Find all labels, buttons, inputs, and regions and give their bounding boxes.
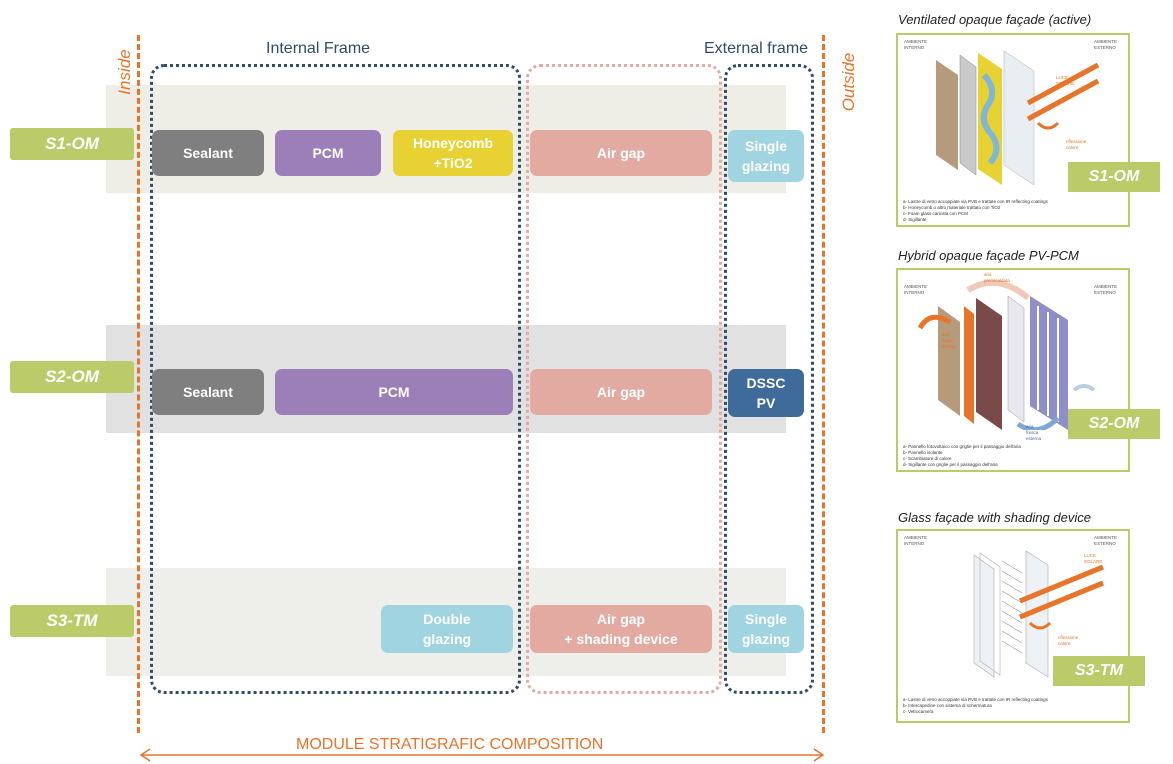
external-frame-title: External frame xyxy=(704,40,809,57)
internal-frame xyxy=(150,64,521,694)
panel1-outside-label: AMBIENTE ESTERNO xyxy=(1094,39,1118,50)
panel1-caption-a: a- Lastre di vetro accoppiate via PVB e … xyxy=(903,199,1048,204)
s3-double-glazing-block: Double glazing xyxy=(381,605,513,653)
s1-external-glazing-block: Single glazing xyxy=(728,130,804,182)
panel3-annotation-light: LUCE SOLARE xyxy=(1084,553,1103,564)
panel1-caption-d: d- Sigillante xyxy=(903,217,927,222)
panel3-caption-b: b- Intercapedine con sistema di schermat… xyxy=(903,703,992,708)
row-label-s2-om: S2-OM xyxy=(10,361,134,393)
panel3-layers-drawing xyxy=(973,550,1104,678)
row-label-s3-tm: S3-TM xyxy=(10,605,134,637)
panel3-outside-label: AMBIENTE ESTERNO xyxy=(1094,535,1118,546)
external-frame xyxy=(724,64,814,694)
s1-airgap-block: Air gap xyxy=(530,130,712,176)
outside-label: Outside xyxy=(839,52,858,112)
panel1-tag: S1-OM xyxy=(1068,162,1160,192)
inside-label: Inside xyxy=(115,49,134,95)
panel2-caption-b: b- Pannello isolante xyxy=(903,450,943,455)
s2-pcm-block: PCM xyxy=(275,369,513,415)
composition-label: MODULE STRATIGRAFIC COMPOSITION xyxy=(290,736,610,754)
s3-airgap-shading-block: Air gap + shading device xyxy=(530,605,712,653)
panel2-annotation-fresh: aria fresca esterna xyxy=(1026,424,1042,441)
panel2-caption-d: d- Sigillante con griglie per il passagg… xyxy=(903,462,998,467)
s2-dssc-pv-block: DSSC PV xyxy=(728,369,804,417)
panel3-illustration: AMBIENTE INTERNO AMBIENTE ESTERNO LUCE S… xyxy=(896,529,1130,723)
panel1-caption-b: b- Honeycomb o altro materiale trattato … xyxy=(903,205,1001,210)
s3-external-glazing-block: Single glazing xyxy=(728,605,804,653)
panel3-inside-label: AMBIENTE INTERNO xyxy=(904,535,928,546)
panel1-caption-c: c- Foam glass caricata con PCM xyxy=(903,211,969,216)
airgap-frame xyxy=(526,64,722,694)
panel1-annotation-heat: riflessione calore xyxy=(1066,139,1087,150)
panel3-caption-c: c- Vetrocamera xyxy=(903,709,934,714)
panel2-caption-c: c- Scambiatore di calore xyxy=(903,456,952,461)
panel2-annotation-preheated: aria preriscaldata xyxy=(984,272,1010,283)
panel1-illustration: AMBIENTE INTERNO AMBIENTE ESTERNO LUCE S… xyxy=(896,33,1130,227)
panel3-caption-a: a- Lastre di vetro accoppiate via PVB e … xyxy=(903,697,1048,702)
composition-arrow xyxy=(139,748,825,762)
panel3-title: Glass façade with shading device xyxy=(898,510,1091,525)
s1-honeycomb-block: Honeycomb +TiO2 xyxy=(393,130,513,176)
internal-frame-title: Internal Frame xyxy=(266,40,371,57)
s1-pcm-block: PCM xyxy=(275,130,381,176)
inside-boundary-line xyxy=(137,35,140,733)
panel2-layers-drawing xyxy=(917,279,1096,430)
row-label-s1-om: S1-OM xyxy=(10,128,134,160)
panel3-annotation-heat: riflessione calore xyxy=(1058,635,1079,646)
s2-sealant-block: Sealant xyxy=(152,369,264,415)
panel2-outside-label: AMBIENTE ESTERNO xyxy=(1094,284,1118,295)
panel1-layers-drawing xyxy=(936,50,1100,185)
panel2-annotation-warm: aria calda interna xyxy=(942,332,956,349)
panel3-tag: S3-TM xyxy=(1053,656,1145,686)
s2-airgap-block: Air gap xyxy=(530,369,712,415)
panel2-illustration: AMBIENTE INTERNO AMBIENTE ESTERNO aria p… xyxy=(896,268,1130,472)
s1-sealant-block: Sealant xyxy=(152,130,264,176)
panel1-annotation-light: LUCE SOLARE xyxy=(1056,75,1075,86)
outside-boundary-line xyxy=(822,35,825,733)
panel1-inside-label: AMBIENTE INTERNO xyxy=(904,39,928,50)
panel2-inside-label: AMBIENTE INTERNO xyxy=(904,284,928,295)
panel2-title: Hybrid opaque façade PV-PCM xyxy=(898,248,1079,263)
panel1-title: Ventilated opaque façade (active) xyxy=(898,12,1092,27)
panel2-tag: S2-OM xyxy=(1068,409,1160,439)
panel2-caption-a: a- Pannello fotovoltaico con griglie per… xyxy=(903,444,1021,449)
